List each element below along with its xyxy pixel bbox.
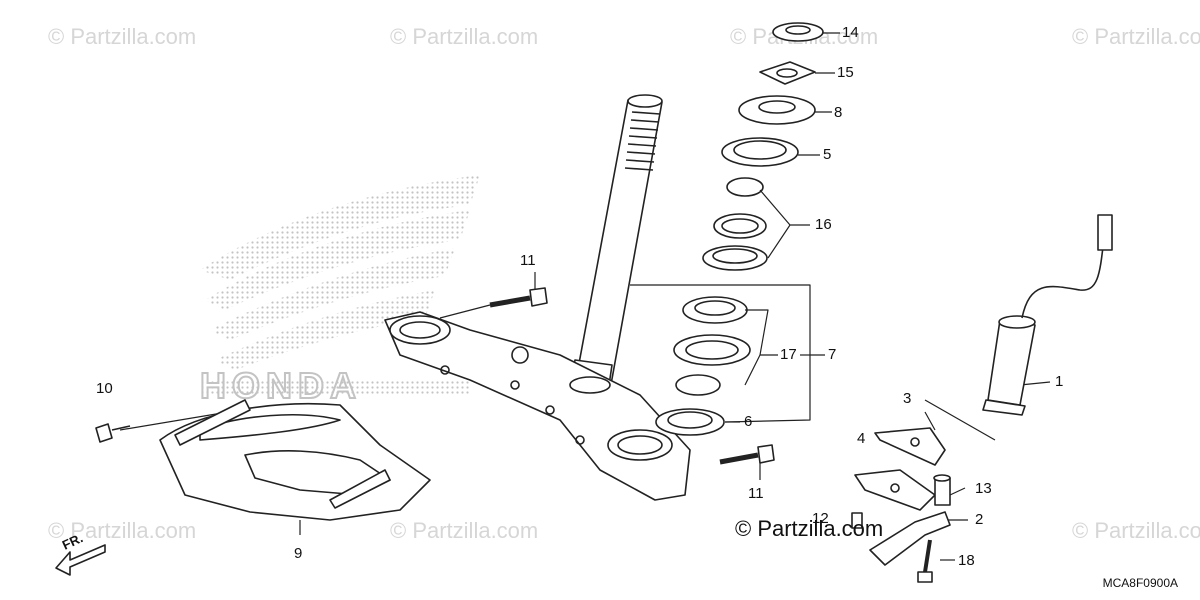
part-6-seal	[655, 408, 725, 436]
part-14-nut	[772, 22, 824, 42]
steering-stem	[569, 94, 663, 393]
part-3-plate	[874, 427, 946, 466]
part-10-screw	[95, 423, 131, 443]
center-watermark: © Partzilla.com	[735, 516, 884, 541]
honda-wing-logo: HONDA	[199, 175, 480, 407]
callout-16: 16	[815, 216, 832, 233]
callout-13: 13	[975, 480, 992, 497]
front-direction-arrow-icon	[55, 544, 106, 576]
callout-2: 2	[975, 511, 984, 528]
callout-4: 4	[857, 430, 866, 447]
part-1-sensor	[982, 214, 1113, 416]
part-13-collar	[933, 474, 951, 506]
callout-11-upper: 11	[520, 252, 536, 269]
bolt-11-upper	[489, 287, 548, 308]
callout-15: 15	[837, 64, 854, 81]
callout-7: 7	[828, 346, 837, 363]
part-5-dust-seal	[721, 137, 799, 167]
part-4-bracket	[854, 469, 936, 511]
callout-14: 14	[842, 24, 859, 41]
callout-12: 12	[812, 510, 829, 527]
part-18-bolt	[917, 539, 933, 583]
callout-10: 10	[96, 380, 113, 397]
callout-5: 5	[823, 146, 832, 163]
bolt-11-lower	[719, 444, 775, 465]
watermark-text: © Partzilla.com	[390, 24, 539, 49]
diagram-code: MCA8F0900A	[1102, 576, 1178, 590]
callout-18: 18	[958, 552, 975, 569]
part-8-locknut	[738, 95, 816, 125]
svg-text:HONDA: HONDA	[200, 365, 362, 406]
callout-8: 8	[834, 104, 843, 121]
callout-3: 3	[903, 390, 912, 407]
part-17-lower-bearing	[673, 296, 751, 396]
part-16-upper-bearing	[702, 177, 768, 271]
callout-6: 6	[744, 413, 753, 430]
callout-17: 17	[780, 346, 797, 363]
part-2-bracket	[869, 511, 951, 566]
callout-11-lower: 11	[748, 485, 764, 502]
watermark-text: © Partzilla.com	[1072, 518, 1200, 543]
part-12-screw	[851, 512, 863, 529]
watermark-text: © Partzilla.com	[48, 24, 197, 49]
watermark-text: © Partzilla.com	[48, 518, 197, 543]
watermark-text: © Partzilla.com	[390, 518, 539, 543]
part-15-washer	[759, 61, 816, 85]
watermark-text: © Partzilla.com	[1072, 24, 1200, 49]
part-9-cover	[159, 399, 431, 521]
callout-1: 1	[1055, 373, 1064, 390]
lower-bridge	[384, 311, 691, 501]
leader-lines	[119, 32, 1051, 561]
callout-9: 9	[294, 545, 303, 562]
